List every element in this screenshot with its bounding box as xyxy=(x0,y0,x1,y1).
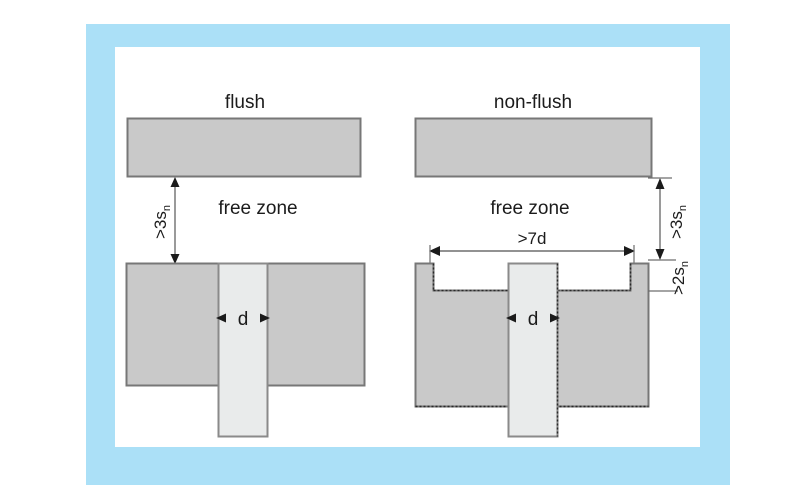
flush-clearance-subscript: n xyxy=(161,205,173,211)
non-flush-clearance-label-group: >3sn xyxy=(667,205,689,239)
non-flush-diameter-label: d xyxy=(528,309,539,330)
flush-title: flush xyxy=(225,92,265,113)
non-flush-clearance-dimension xyxy=(648,177,676,261)
flush-clearance-value: >3s xyxy=(151,211,170,239)
non-flush-recess-depth-subscript: n xyxy=(679,261,691,267)
svg-text:>2sn: >2sn xyxy=(669,261,691,295)
flush-clearance-dimension xyxy=(170,177,180,264)
flush-sensor-body xyxy=(217,262,269,438)
flush-diagram: flush free zone >3sn xyxy=(125,92,366,438)
non-flush-upper-object xyxy=(414,117,653,178)
svg-text:>3sn: >3sn xyxy=(151,205,173,239)
non-flush-recess-depth-value: >2s xyxy=(669,267,688,295)
non-flush-diameter-dimension xyxy=(506,313,560,323)
non-flush-diagram: non-flush free zone >7d xyxy=(414,92,691,438)
non-flush-sensor-body xyxy=(507,262,559,438)
non-flush-width-label: >7d xyxy=(518,229,547,248)
non-flush-free-zone-label: free zone xyxy=(490,198,569,219)
flush-diameter-dimension xyxy=(216,313,270,323)
flush-free-zone-label: free zone xyxy=(218,198,297,219)
non-flush-title: non-flush xyxy=(494,92,572,113)
non-flush-recess-depth-label-group: >2sn xyxy=(669,261,691,295)
svg-text:>3sn: >3sn xyxy=(667,205,689,239)
non-flush-clearance-value: >3s xyxy=(667,211,686,239)
flush-upper-object xyxy=(126,117,362,178)
flush-mount-right-slab xyxy=(266,262,366,387)
flush-mount-left-slab xyxy=(125,262,220,387)
flush-clearance-label-group: >3sn xyxy=(151,205,173,239)
flush-diameter-label: d xyxy=(238,309,249,330)
non-flush-clearance-subscript: n xyxy=(677,205,689,211)
